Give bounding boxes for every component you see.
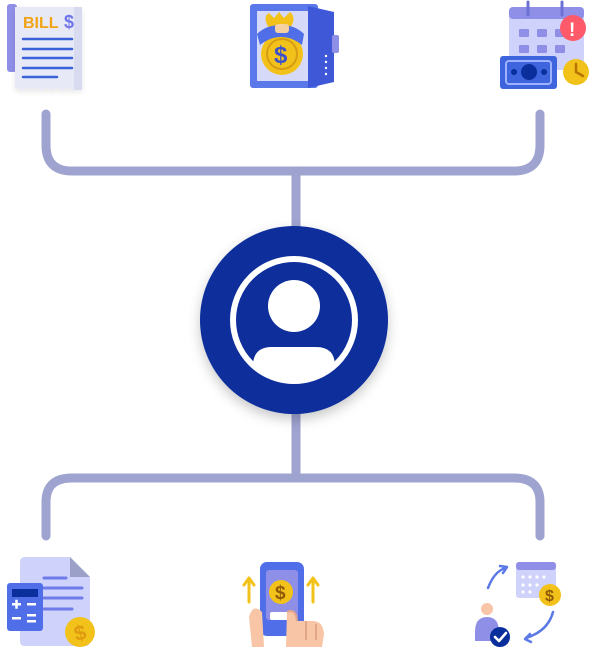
bill-label: BILL xyxy=(23,15,59,32)
top-connector xyxy=(41,109,545,176)
calculator-document-icon: $ xyxy=(7,557,95,647)
bill-currency: $ xyxy=(64,12,74,32)
mobile-payment-currency: $ xyxy=(275,583,286,604)
safe-currency: $ xyxy=(274,42,288,69)
calendar-alert-badge: ! xyxy=(569,20,575,41)
money-safe-icon: $ xyxy=(250,4,339,88)
recurring-payment-cycle-icon: $ xyxy=(475,562,561,647)
recurring-payment-currency: $ xyxy=(545,588,554,605)
mobile-payment-icon: $ xyxy=(242,562,324,647)
connector-lines xyxy=(41,109,545,541)
center-user-node xyxy=(200,226,388,414)
bottom-connector xyxy=(41,473,545,541)
user-avatar-icon xyxy=(253,280,335,381)
bill-receipt-icon: BILL $ xyxy=(7,4,82,90)
calendar-payment-alert-icon: ! xyxy=(500,0,589,89)
